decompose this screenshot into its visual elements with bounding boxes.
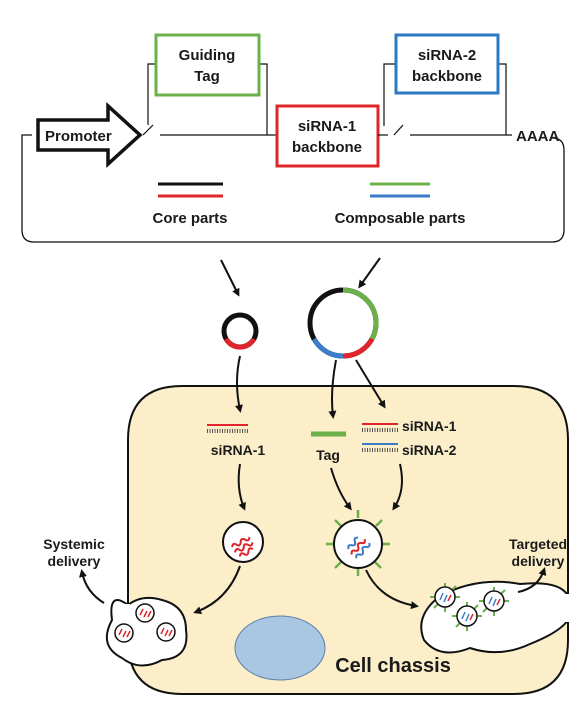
arrow-tag-to-vesicle	[330, 467, 352, 511]
sirna1-backbone-box	[275, 104, 380, 168]
guiding-tag-label-2: Tag	[194, 68, 220, 85]
sirna1-left-strand	[207, 424, 248, 433]
sirna1-right-strand	[362, 423, 398, 432]
targeted-vesicle-2	[452, 602, 482, 631]
core-plasmid-ring	[221, 312, 259, 350]
polya-label: AAAA	[516, 128, 559, 145]
tag-label: Tag	[316, 447, 340, 463]
guiding-tag-box	[154, 33, 261, 97]
guiding-tag-label-1: Guiding	[179, 47, 236, 64]
switch-2	[393, 124, 404, 136]
arrow-small-plasmid-to-sirna1	[235, 355, 243, 413]
targeted-vesicle-1	[430, 583, 460, 612]
composable-parts-label: Composable parts	[335, 210, 466, 227]
construct-panel: Promoter Guiding Tag siRNA-1 backbone si…	[21, 33, 565, 243]
sirna2-right-label: siRNA-2	[402, 442, 457, 458]
sirna2-backbone-box	[394, 33, 500, 95]
arrow-to-small-plasmid	[220, 259, 240, 297]
arrow-plasmid-to-tag	[328, 359, 337, 419]
sirna1-backbone-label-2: backbone	[292, 139, 362, 156]
switch-1	[142, 124, 154, 136]
sirna2-backbone-label-1: siRNA-2	[418, 47, 476, 64]
sirna1-left-label: siRNA-1	[211, 442, 266, 458]
tagged-vesicle	[326, 510, 390, 576]
systemic-sirna-vesicle-3	[156, 622, 176, 642]
plasmid-backbone-loop	[21, 134, 565, 243]
sirna1-backbone-label-1: siRNA-1	[298, 118, 356, 135]
targeted-delivery-label-2: delivery	[512, 553, 565, 569]
systemic-delivery-label-2: delivery	[48, 553, 101, 569]
sirna1-vesicle	[222, 521, 264, 563]
arrow-plasmid-to-sirnas	[355, 359, 386, 409]
guiding-tag-bypass	[147, 63, 156, 125]
cell-chassis-label: Cell chassis	[335, 655, 451, 677]
composable-plasmid-ring	[307, 287, 379, 359]
targeted-delivery-label-1: Targeted	[509, 536, 567, 552]
arrow-vesicle-to-targeted	[365, 569, 419, 610]
systemic-delivery-label-1: Systemic	[43, 536, 105, 552]
sirna2-backbone-label-2: backbone	[412, 68, 482, 85]
targeted-release-pocket	[420, 580, 572, 654]
sirna2-right-strand	[362, 443, 398, 452]
arrow-sirnas-to-vesicle	[392, 463, 403, 511]
systemic-sirna-vesicle-2	[114, 623, 134, 643]
systemic-sirna-vesicle-1	[135, 603, 155, 623]
targeted-vesicle-3	[479, 587, 509, 616]
nucleus	[234, 615, 326, 681]
guiding-tag-bypass-right	[259, 63, 268, 135]
core-parts-label: Core parts	[152, 210, 227, 227]
targeted-delivery-arrow	[517, 567, 547, 593]
arrow-to-large-plasmid	[358, 257, 381, 289]
arrow-sirna1-to-vesicle	[237, 463, 246, 511]
arrow-vesicle-to-systemic	[193, 565, 241, 614]
sirna2-bypass	[383, 63, 396, 126]
promoter-label: Promoter	[45, 128, 112, 145]
systemic-delivery-arrow	[79, 569, 105, 604]
sirna1-right-label: siRNA-1	[402, 418, 457, 434]
promoter-arrow	[36, 102, 143, 168]
sirna2-bypass-right	[498, 63, 507, 135]
